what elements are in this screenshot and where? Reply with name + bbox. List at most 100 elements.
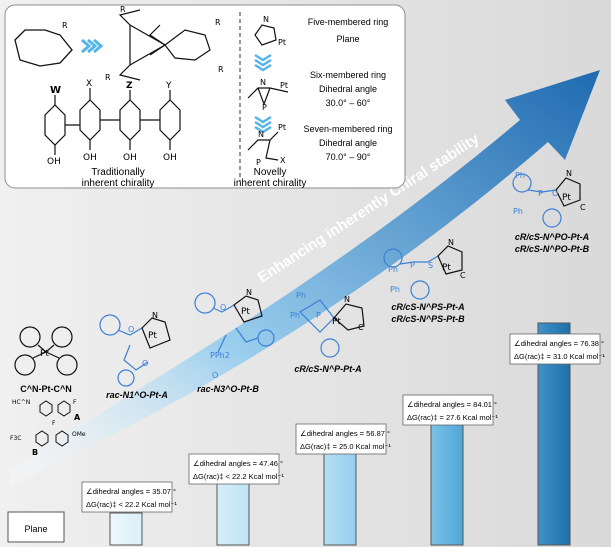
info-box-3: ∠dihedral angles = 56.87 ° ΔG(rac)‡ = 25.…	[295, 423, 391, 455]
svg-text:N: N	[566, 169, 572, 178]
svg-text:P: P	[538, 189, 543, 198]
svg-text:OMe: OMe	[72, 431, 86, 438]
svg-text:F: F	[73, 399, 77, 406]
row3-value: 70.0° – 90°	[326, 152, 371, 162]
svg-text:N: N	[258, 130, 264, 139]
compound-3-label: rac-N3^O-Pt-B	[197, 384, 259, 394]
svg-text:F: F	[52, 420, 56, 427]
compound-np-pt-a	[299, 299, 365, 358]
dihedral-angle-text: ∠dihedral angles = 35.07 °	[86, 487, 176, 496]
svg-text:Pt: Pt	[562, 193, 571, 203]
energy-barrier-text: ΔG(rac)‡ < 22.2 Kcal mol⁻¹	[193, 472, 284, 481]
svg-text:OH: OH	[83, 153, 97, 163]
row1-value: Plane	[336, 34, 359, 44]
down-chevron-2	[254, 115, 272, 134]
svg-text:Pt: Pt	[148, 331, 157, 341]
svg-text:Pt: Pt	[241, 307, 250, 317]
svg-text:Pt: Pt	[278, 123, 286, 132]
svg-text:N: N	[344, 295, 350, 304]
svg-text:Ph: Ph	[296, 291, 306, 300]
compound-6-label-1: cR/cS-N^PO-Pt-A	[515, 232, 589, 242]
bar-info-boxes: ∠dihedral angles = 35.07 ° ΔG(rac)‡ < 22.…	[81, 333, 605, 513]
svg-text:R: R	[105, 73, 111, 82]
svg-text:Z: Z	[126, 81, 133, 91]
plane-label: Plane	[24, 524, 47, 534]
inset-box: R R R R R W X Z Y OH OH OH OH	[4, 4, 406, 189]
energy-barrier-text: ΔG(rac)‡ < 22.2 Kcal mol⁻¹	[86, 500, 177, 509]
energy-barrier-text: ΔG(rac)‡ = 27.6 Kcal mol⁻¹	[407, 413, 498, 422]
row2-value: 30.0° – 60°	[326, 98, 371, 108]
compound-2-label: rac-N1^O-Pt-A	[106, 390, 168, 400]
compound-4-label: cR/cS-N^P-Pt-A	[294, 364, 361, 374]
svg-text:F3C: F3C	[10, 435, 21, 442]
compound-n3o-pt-b	[194, 292, 275, 353]
info-box-5: ∠dihedral angles = 76.38 ° ΔG(rac)‡ = 31.…	[509, 333, 605, 365]
svg-text:Pt: Pt	[40, 349, 49, 359]
svg-text:P: P	[410, 261, 415, 270]
svg-text:N: N	[152, 311, 158, 320]
svg-text:Ph: Ph	[513, 207, 523, 216]
compound-1-label: C^N-Pt-C^N	[20, 384, 72, 394]
svg-text:O: O	[142, 359, 148, 368]
svg-text:B: B	[32, 448, 38, 457]
dihedral-angle-text: ∠dihedral angles = 56.87 °	[300, 429, 390, 438]
svg-text:P: P	[316, 311, 321, 320]
novel-caption-1: Novelly	[254, 167, 287, 178]
info-box-1: ∠dihedral angles = 35.07 ° ΔG(rac)‡ < 22.…	[81, 481, 177, 513]
svg-text:R: R	[215, 18, 221, 27]
svg-text:O: O	[220, 303, 226, 312]
svg-text:Pt: Pt	[332, 317, 341, 327]
energy-barrier-text: ΔG(rac)‡ = 25.0 Kcal mol⁻¹	[300, 442, 391, 451]
svg-text:OH: OH	[123, 153, 137, 163]
svg-text:W: W	[50, 85, 61, 96]
svg-text:Pt: Pt	[442, 263, 451, 273]
row2-title: Six-membered ring	[310, 70, 386, 80]
compound-cn-pt-cn	[14, 326, 78, 376]
bar-4	[430, 409, 464, 546]
svg-text:Ph: Ph	[515, 171, 525, 180]
svg-text:N: N	[263, 15, 269, 24]
compound-5-label-2: cR/cS-N^PS-Pt-B	[391, 314, 465, 324]
row2-sub: Dihedral angle	[319, 84, 377, 94]
dihedral-angle-text: ∠dihedral angles = 84.01 °	[407, 400, 497, 409]
svg-text:C: C	[580, 203, 586, 212]
svg-text:Pt: Pt	[280, 81, 288, 90]
svg-text:A: A	[74, 413, 81, 422]
svg-text:P: P	[256, 158, 261, 167]
svg-text:O: O	[552, 189, 558, 198]
five-membered-ring	[254, 24, 277, 46]
six-membered-ring	[247, 87, 289, 106]
novel-caption-2: inherent chirality	[234, 178, 307, 189]
svg-text:X: X	[280, 156, 286, 165]
compound-5-label-1: cR/cS-N^PS-Pt-A	[391, 302, 464, 312]
svg-text:C: C	[358, 323, 364, 332]
svg-text:O: O	[128, 325, 134, 334]
compound-npo-pt	[512, 173, 581, 228]
svg-text:N: N	[448, 238, 454, 247]
bar-3	[323, 449, 357, 546]
svg-text:R: R	[120, 5, 126, 14]
dihedral-angle-text: ∠dihedral angles = 76.38 °	[514, 339, 604, 348]
svg-text:PPh2: PPh2	[210, 351, 230, 360]
bar-1	[109, 512, 143, 546]
info-box-4: ∠dihedral angles = 84.01 ° ΔG(rac)‡ = 27.…	[402, 394, 498, 426]
row3-title: Seven-membered ring	[303, 124, 392, 134]
ligand-structures	[35, 400, 71, 447]
triptycene-structure	[118, 9, 211, 81]
svg-text:Ph: Ph	[390, 285, 400, 294]
down-chevron-1	[254, 53, 272, 72]
svg-text:C: C	[460, 271, 466, 280]
svg-text:Pt: Pt	[278, 38, 286, 47]
traditional-caption-1: Traditionally	[91, 167, 145, 178]
row1-title: Five-membered ring	[308, 17, 389, 27]
svg-text:X: X	[86, 79, 92, 89]
energy-barrier-text: ΔG(rac)‡ = 31.0 Kcal mol⁻¹	[514, 352, 605, 361]
svg-text:HC^N: HC^N	[12, 399, 30, 406]
svg-text:N: N	[246, 288, 252, 297]
calixarene-structure	[44, 88, 181, 155]
svg-text:Ph: Ph	[388, 265, 398, 274]
svg-text:P: P	[262, 103, 267, 112]
svg-text:S: S	[428, 261, 433, 270]
bar-2	[216, 482, 250, 546]
